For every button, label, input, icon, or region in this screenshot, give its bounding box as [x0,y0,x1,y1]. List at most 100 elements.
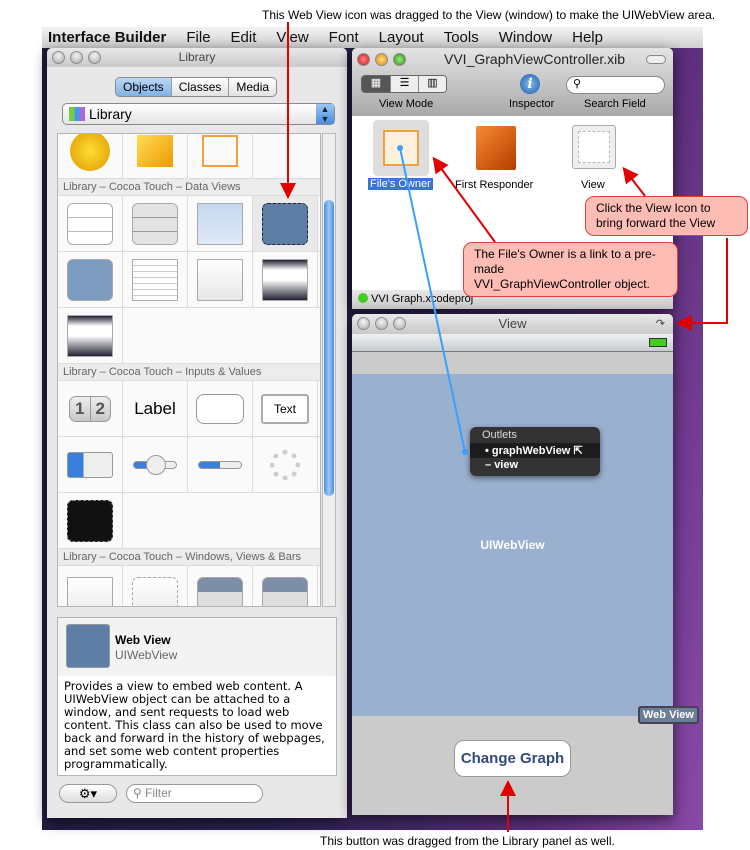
callout-line: VVI_GraphViewController object. [474,277,650,291]
project-name: VVI Graph.xcodeproj [371,293,474,305]
segment-2: 2 [95,398,105,418]
library-item-page-control[interactable] [58,493,123,548]
section-data-views: Library – Cocoa Touch – Data Views [58,179,320,196]
close-button[interactable] [357,317,370,330]
zoom-button[interactable] [88,51,101,64]
menu-layout[interactable]: Layout [378,29,424,46]
nav-area [352,352,673,374]
library-item-external-object[interactable] [188,134,253,178]
inspector-info-icon[interactable]: i [520,74,540,94]
library-books-icon [69,107,85,121]
arrow-to-files-owner [432,156,496,243]
connection-line [399,147,466,453]
cube-icon [137,135,173,167]
tab-objects[interactable]: Objects [116,78,171,96]
menu-help[interactable]: Help [572,29,603,46]
column-view-icon[interactable]: ▥ [418,76,446,92]
menu-file[interactable]: File [186,29,211,46]
first-responder-icon[interactable] [476,126,516,170]
detail-name: Web View [115,633,171,647]
list-view-icon[interactable]: ☰ [390,76,418,92]
tab-media[interactable]: Media [228,78,276,96]
library-item-picker-view[interactable] [253,252,318,307]
library-item-progress-view[interactable] [188,437,253,492]
library-item-switch[interactable] [58,437,123,492]
scrollbar-thumb[interactable] [324,200,334,496]
library-item-object[interactable] [123,134,188,178]
library-item-table-view-cell[interactable] [123,196,188,251]
minimize-button[interactable] [70,51,83,64]
wire-cube-icon [202,135,238,167]
view-mode-control[interactable]: ▦☰▥ [361,75,447,93]
battery-icon [649,338,667,347]
menu-view[interactable]: View [276,29,309,46]
close-button[interactable] [357,53,370,66]
menu-font[interactable]: Font [328,29,359,46]
library-detail-pane: Web View UIWebView Provides a view to em… [57,617,337,776]
library-item-text-field[interactable]: Text [253,381,318,436]
library-item-table-view[interactable] [58,196,123,251]
window-icon [132,576,178,606]
arrow-to-rotate [676,238,728,331]
library-titlebar[interactable]: Library [47,48,347,67]
change-graph-button[interactable]: Change Graph [454,740,571,777]
library-item-text-view[interactable] [123,252,188,307]
rounded-button-icon [196,393,244,424]
library-item-map-view[interactable] [58,252,123,307]
close-button[interactable] [52,51,65,64]
library-item-button[interactable] [188,381,253,436]
compass-icon [262,202,308,245]
library-item-window[interactable] [123,566,188,606]
library-item-activity-indicator[interactable] [253,437,318,492]
image-view-icon [197,202,243,245]
dash-icon: – [485,459,492,471]
library-item-date-picker[interactable] [58,308,123,363]
picker-icon [262,258,308,301]
search-bar-icon [197,576,243,606]
menu-window[interactable]: Window [498,29,553,46]
library-popup[interactable]: Library ▲▼ [62,103,335,125]
library-item-tab-bar-controller[interactable] [58,134,123,178]
library-item-search-bar[interactable] [188,566,253,606]
filter-search-field[interactable]: ⚲ Filter [126,784,263,803]
outlet-label: graphWebView [491,445,571,457]
icon-view-icon[interactable]: ▦ [362,76,390,92]
library-item-web-view[interactable] [253,196,318,251]
zoom-button[interactable] [393,317,406,330]
connection-start-dot [397,145,403,151]
minimize-button[interactable] [375,53,388,66]
menu-app[interactable]: Interface Builder [48,29,167,46]
detail-description: Provides a view to embed web content. A … [64,679,325,771]
library-scrollbar[interactable] [322,133,336,607]
rotate-icon[interactable]: ↷ [655,318,665,330]
inspector-label: Inspector [509,98,555,110]
spinner-icon [270,449,300,480]
arrow-to-view-icon [622,166,646,197]
tab-classes[interactable]: Classes [170,78,229,96]
menu-edit[interactable]: Edit [230,29,257,46]
map-pin-icon [67,258,113,301]
view-object-label: View [581,179,605,191]
zoom-button[interactable] [393,53,406,66]
view-object-icon[interactable] [572,125,616,169]
callout-line: Click the View Icon to [596,201,711,215]
outlet-graphwebview[interactable]: • graphWebView ⇱ [470,443,600,458]
library-item-view[interactable] [58,566,123,606]
gear-action-button[interactable]: ⚙▾ [59,784,117,803]
toolbar-toggle-button[interactable] [646,55,666,64]
library-item-search-display[interactable] [253,566,318,606]
outlet-view[interactable]: – view [470,458,600,472]
document-title: VVI_GraphViewController.xib [444,51,626,67]
library-item-scroll-view[interactable] [188,252,253,307]
document-search-field[interactable]: ⚲ [566,76,665,94]
minimize-button[interactable] [375,317,388,330]
library-item-label[interactable]: Label [123,381,188,436]
menu-bar: Interface Builder File Edit View Font La… [42,27,703,48]
view-titlebar[interactable]: View ↷ [352,314,673,334]
menu-tools[interactable]: Tools [443,29,479,46]
filter-placeholder: Filter [145,786,172,800]
library-item-slider[interactable] [123,437,188,492]
library-item-image-view[interactable] [188,196,253,251]
status-bar-sim [352,334,673,352]
